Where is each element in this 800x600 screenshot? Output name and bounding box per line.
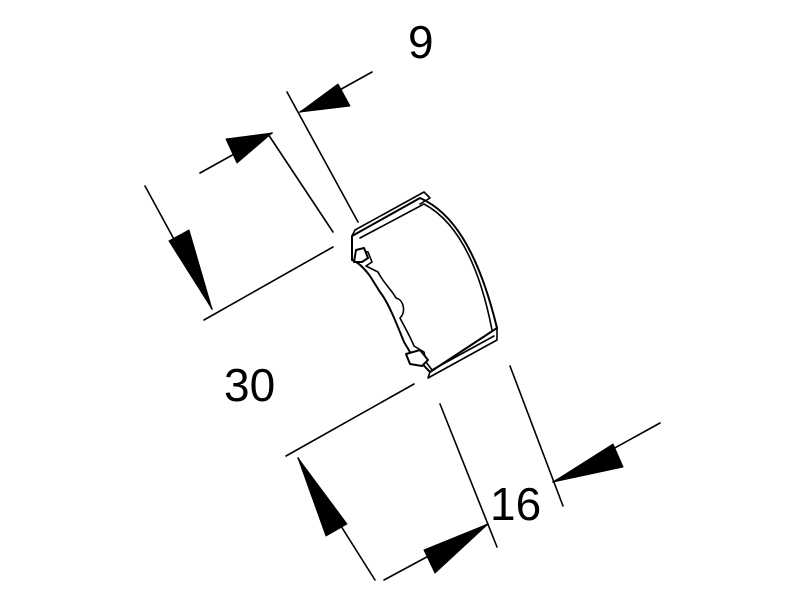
extension-line-16-right [509,365,564,507]
profile-upper-clip [353,247,369,263]
profile-bottom-inner [431,335,495,371]
extension-line-30-bottom [285,383,415,457]
dimension-label-16: 16 [490,478,541,530]
profile-top-inner-edge [359,203,493,331]
profile-inner-face [359,249,433,371]
extension-line-16-left [439,403,498,548]
dimension-16: 16 [383,365,661,581]
dimension-label-30: 30 [224,359,275,411]
profile-bottom-edge [427,327,498,379]
arrow-9-right [299,83,351,113]
extension-line-9-left [267,133,334,233]
arrow-9-left [225,132,273,164]
extension-line-30-top [203,246,334,321]
cover-profile [351,191,498,379]
arrow-30-lower [297,457,348,537]
extension-line-9-right [286,91,359,223]
arrow-16-left [423,523,489,574]
profile-top-lip [351,191,431,237]
dimension-label-9: 9 [408,16,434,68]
arrow-16-right [552,443,624,483]
profile-lower-clip [405,349,429,367]
dimension-30: 30 [144,185,415,581]
arrow-30-upper [168,229,213,310]
dimension-9: 9 [199,16,434,233]
